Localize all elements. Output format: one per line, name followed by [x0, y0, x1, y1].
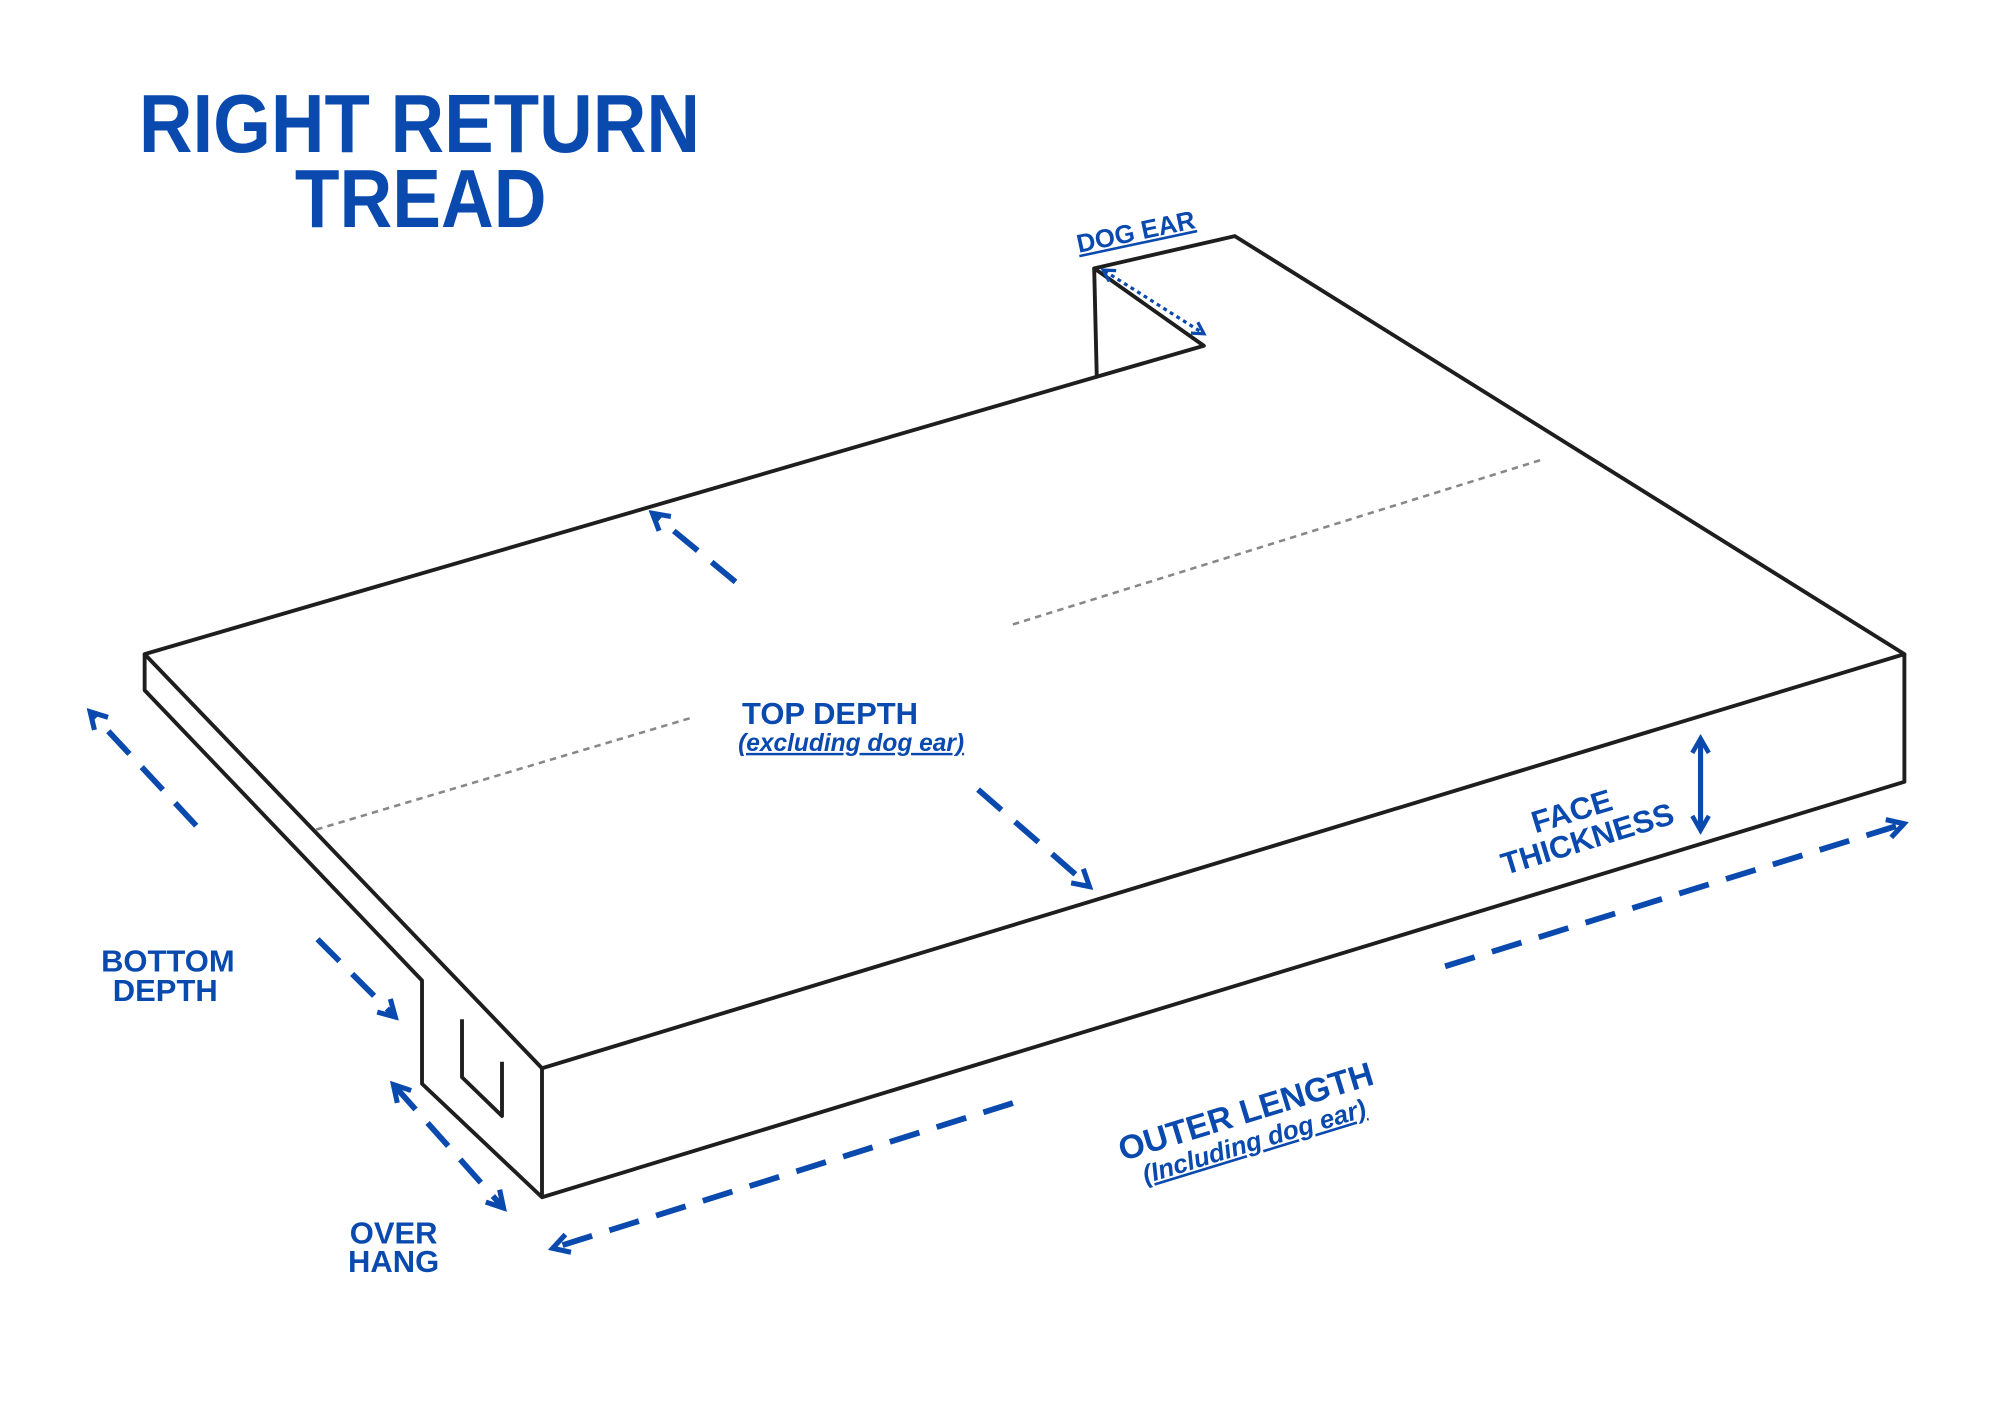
- overhang-arrow: [395, 1086, 502, 1206]
- bottom-depth-label-line2: DEPTH: [113, 973, 218, 1008]
- bottom-depth-arrow-up: [92, 713, 199, 828]
- guide-line-left: [315, 716, 694, 831]
- overhang-label-line2: HANG: [348, 1244, 439, 1279]
- bottom-depth-arrow-down: [315, 937, 394, 1015]
- top-depth-note: (excluding dog ear): [738, 730, 964, 757]
- bottom-depth-label-line1: BOTTOM: [101, 943, 235, 978]
- guide-line-right: [1012, 458, 1544, 626]
- top-depth-arrow-down: [976, 787, 1088, 885]
- top-depth-arrow-up: [654, 515, 738, 585]
- title-line-2: TREAD: [295, 153, 547, 245]
- top-depth-label: TOP DEPTH: [742, 696, 918, 731]
- outer-length-arrow-right: [1444, 824, 1902, 970]
- outer-length-arrow-left: [555, 1100, 1014, 1247]
- dog-ear-label: DOG EAR: [1074, 206, 1198, 258]
- title-line-1: RIGHT RETURN: [139, 78, 700, 170]
- dog-ear-arrow: [1100, 268, 1207, 336]
- overhang-label-line1: OVER: [350, 1216, 438, 1251]
- tread-outline: [142, 234, 1907, 1200]
